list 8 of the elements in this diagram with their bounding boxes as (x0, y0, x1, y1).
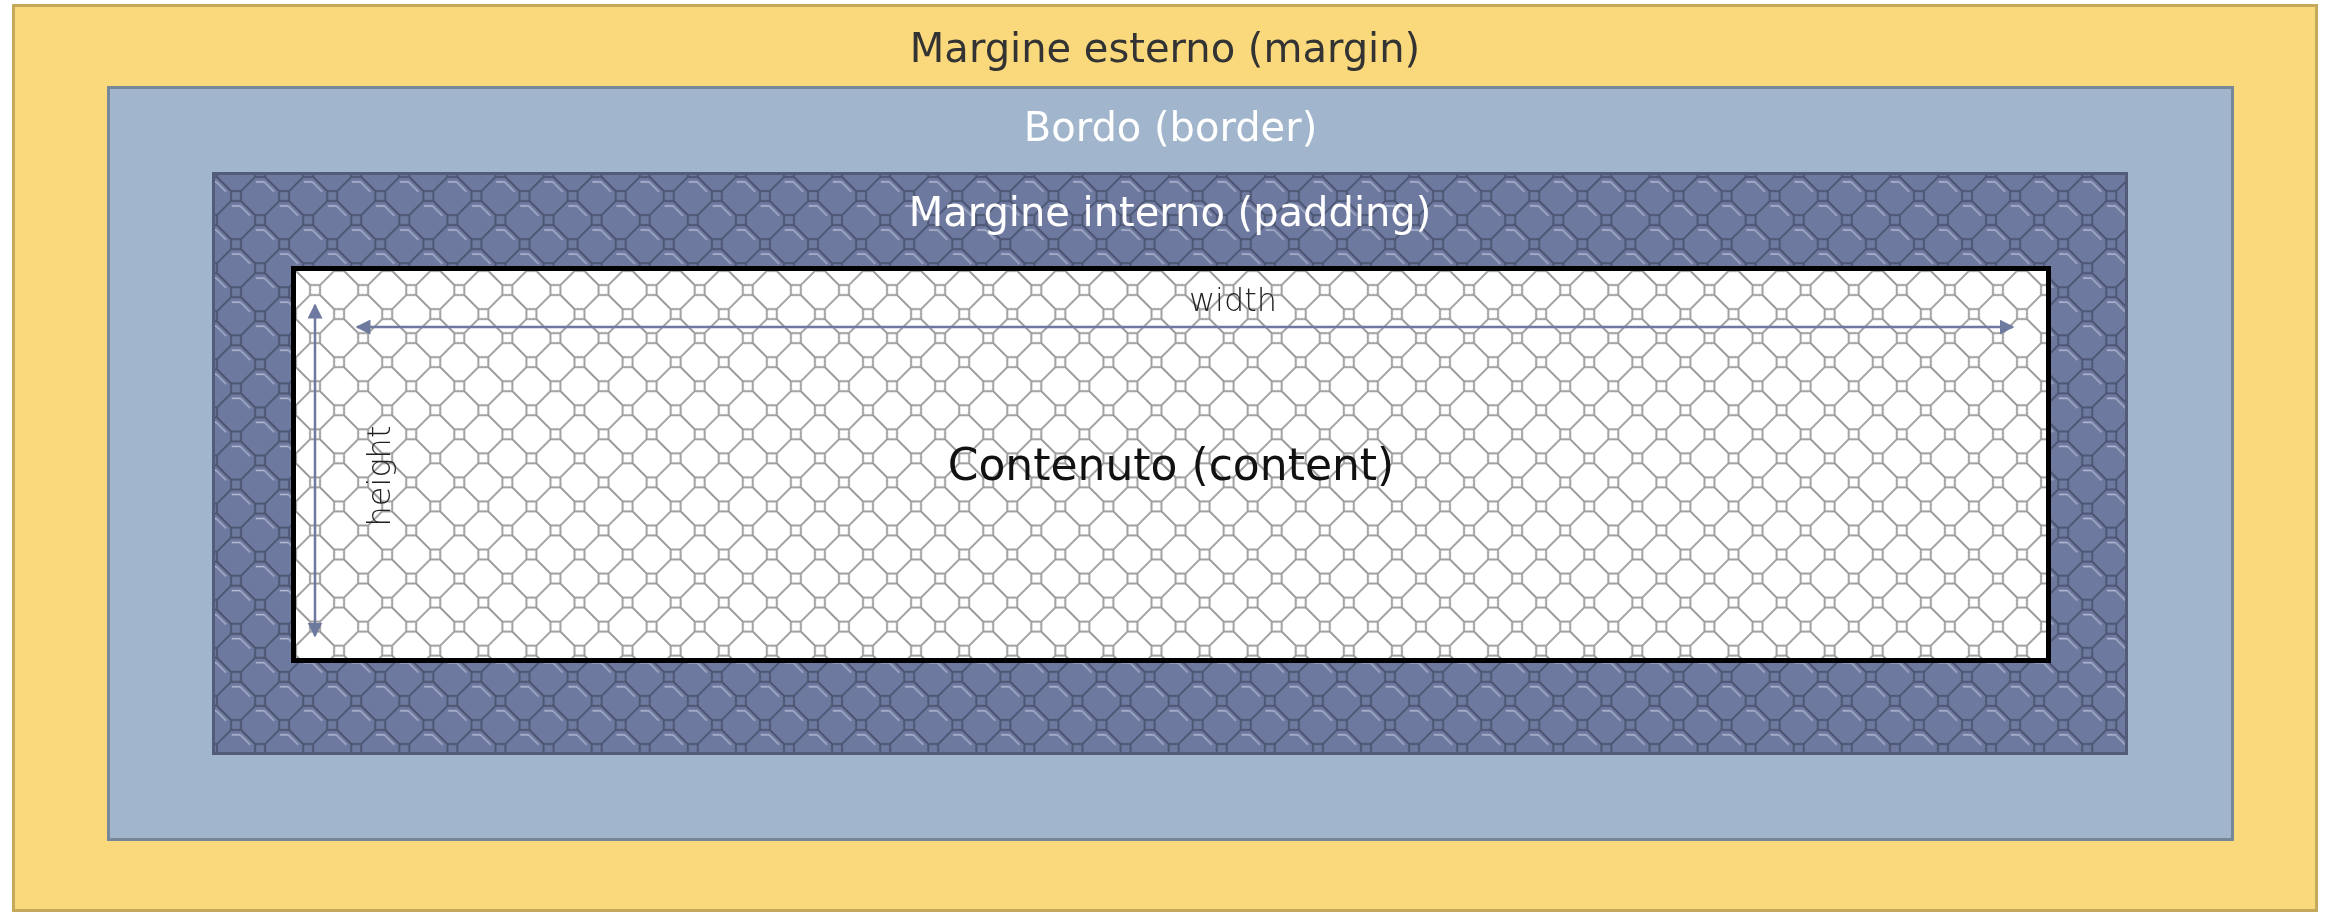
box-label: Bordo (border) (1023, 107, 1318, 147)
content-box (291, 266, 2051, 663)
width-label: width (1188, 284, 1278, 316)
height-label: height (363, 425, 395, 527)
border-box (107, 86, 2234, 841)
box-label: Contenuto (content) (947, 443, 1395, 487)
padding-box (212, 172, 2128, 755)
margin-box (12, 4, 2318, 912)
